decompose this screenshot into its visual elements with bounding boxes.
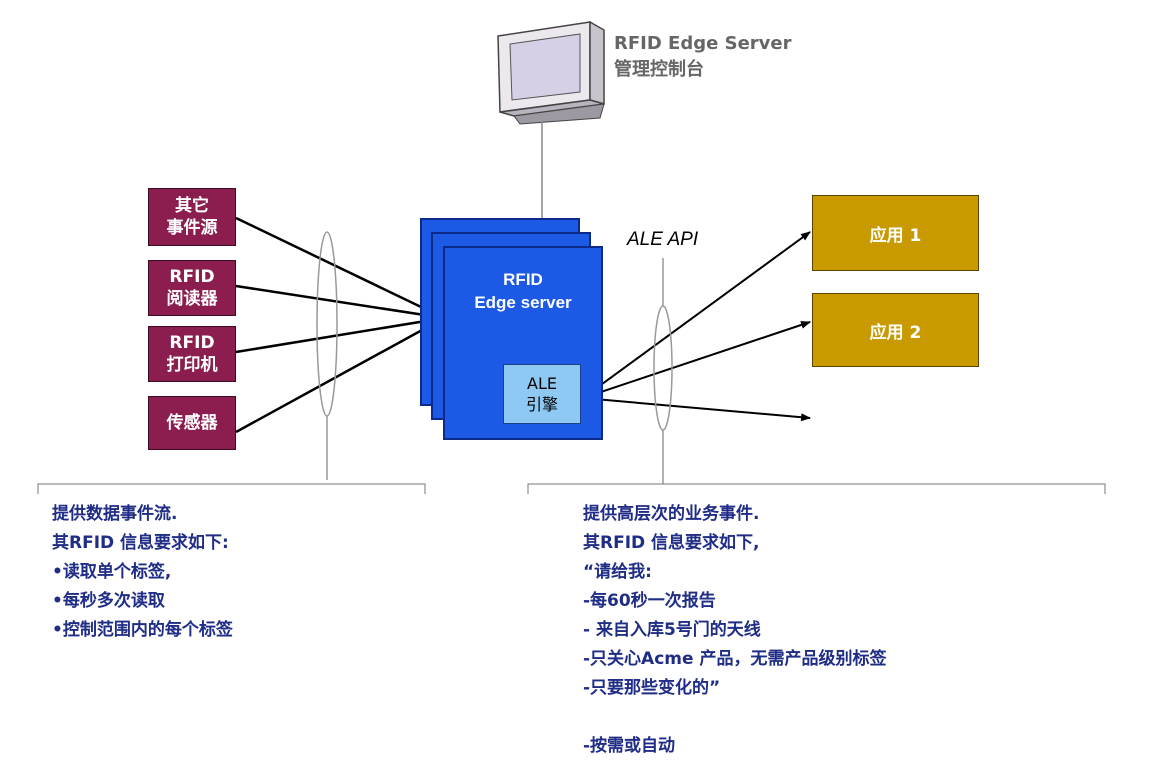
link-other bbox=[573, 393, 811, 422]
right-description: 提供高层次的业务事件. 其RFID 信息要求如下, “请给我: -每60秒一次报… bbox=[583, 500, 886, 761]
right-text-line: -按需或自动 bbox=[583, 736, 676, 756]
left-description: 提供数据事件流. 其RFID 信息要求如下: •读取单个标签, •每秒多次读取 … bbox=[52, 500, 233, 645]
ale-engine-box: ALE 引擎 bbox=[503, 364, 581, 424]
right-text-line bbox=[583, 703, 886, 732]
right-stream-ellipse bbox=[653, 305, 673, 431]
source-line1: 其它 bbox=[175, 196, 209, 216]
source-other-events: 其它 事件源 bbox=[148, 188, 236, 246]
link-app2 bbox=[573, 321, 811, 405]
left-text-line: 提供数据事件流. bbox=[52, 504, 178, 524]
application-2-box: 应用 2 bbox=[812, 293, 979, 367]
link-app1 bbox=[573, 231, 811, 407]
link-sensor bbox=[235, 316, 445, 434]
edge-server-line2: Edge server bbox=[474, 293, 572, 312]
right-text-line: -只要那些变化的” bbox=[583, 678, 721, 698]
left-bracket bbox=[37, 483, 426, 494]
source-line2: 事件源 bbox=[166, 218, 218, 238]
ale-engine-line1: ALE bbox=[527, 374, 557, 393]
edge-server-label: RFID Edge server bbox=[443, 268, 603, 314]
left-stream-ellipse bbox=[316, 231, 338, 417]
source-line2: 打印机 bbox=[166, 355, 218, 375]
left-text-line: •每秒多次读取 bbox=[52, 591, 165, 611]
source-rfid-reader: RFID 阅读器 bbox=[148, 260, 236, 316]
right-bracket bbox=[527, 483, 1106, 494]
link-rfid-reader bbox=[235, 284, 445, 320]
source-sensor: 传感器 bbox=[148, 396, 236, 450]
right-text-line: “请给我: bbox=[583, 562, 652, 582]
application-label: 应用 2 bbox=[869, 322, 922, 343]
right-text-line: -只关心Acme 产品，无需产品级别标签 bbox=[583, 649, 887, 669]
source-line1: RFID bbox=[169, 267, 215, 287]
edge-server-line1: RFID bbox=[503, 270, 543, 289]
computer-monitor-icon bbox=[497, 20, 605, 125]
left-text-line: 其RFID 信息要求如下: bbox=[52, 533, 229, 553]
left-text-line: •控制范围内的每个标签 bbox=[52, 620, 233, 640]
application-label: 应用 1 bbox=[869, 225, 922, 246]
source-rfid-printer: RFID 打印机 bbox=[148, 326, 236, 382]
source-line2: 阅读器 bbox=[166, 289, 218, 309]
right-text-line: -每60秒一次报告 bbox=[583, 591, 716, 611]
management-title: RFID Edge Server bbox=[614, 33, 792, 54]
right-text-line: 提供高层次的业务事件. bbox=[583, 504, 760, 524]
source-line1: RFID bbox=[169, 333, 215, 353]
source-line1: 传感器 bbox=[166, 413, 218, 433]
link-rfid-printer bbox=[235, 316, 445, 354]
left-text-line: •读取单个标签, bbox=[52, 562, 172, 582]
right-text-line: 其RFID 信息要求如下, bbox=[583, 533, 760, 553]
application-1-box: 应用 1 bbox=[812, 195, 979, 271]
management-subtitle: 管理控制台 bbox=[614, 59, 704, 80]
right-text-line: - 来自入库5号门的天线 bbox=[583, 620, 761, 640]
ale-engine-line2: 引擎 bbox=[525, 395, 558, 414]
management-console-label: RFID Edge Server 管理控制台 bbox=[614, 31, 791, 83]
ale-api-label: ALE API bbox=[627, 229, 699, 250]
link-other-events bbox=[235, 216, 445, 320]
